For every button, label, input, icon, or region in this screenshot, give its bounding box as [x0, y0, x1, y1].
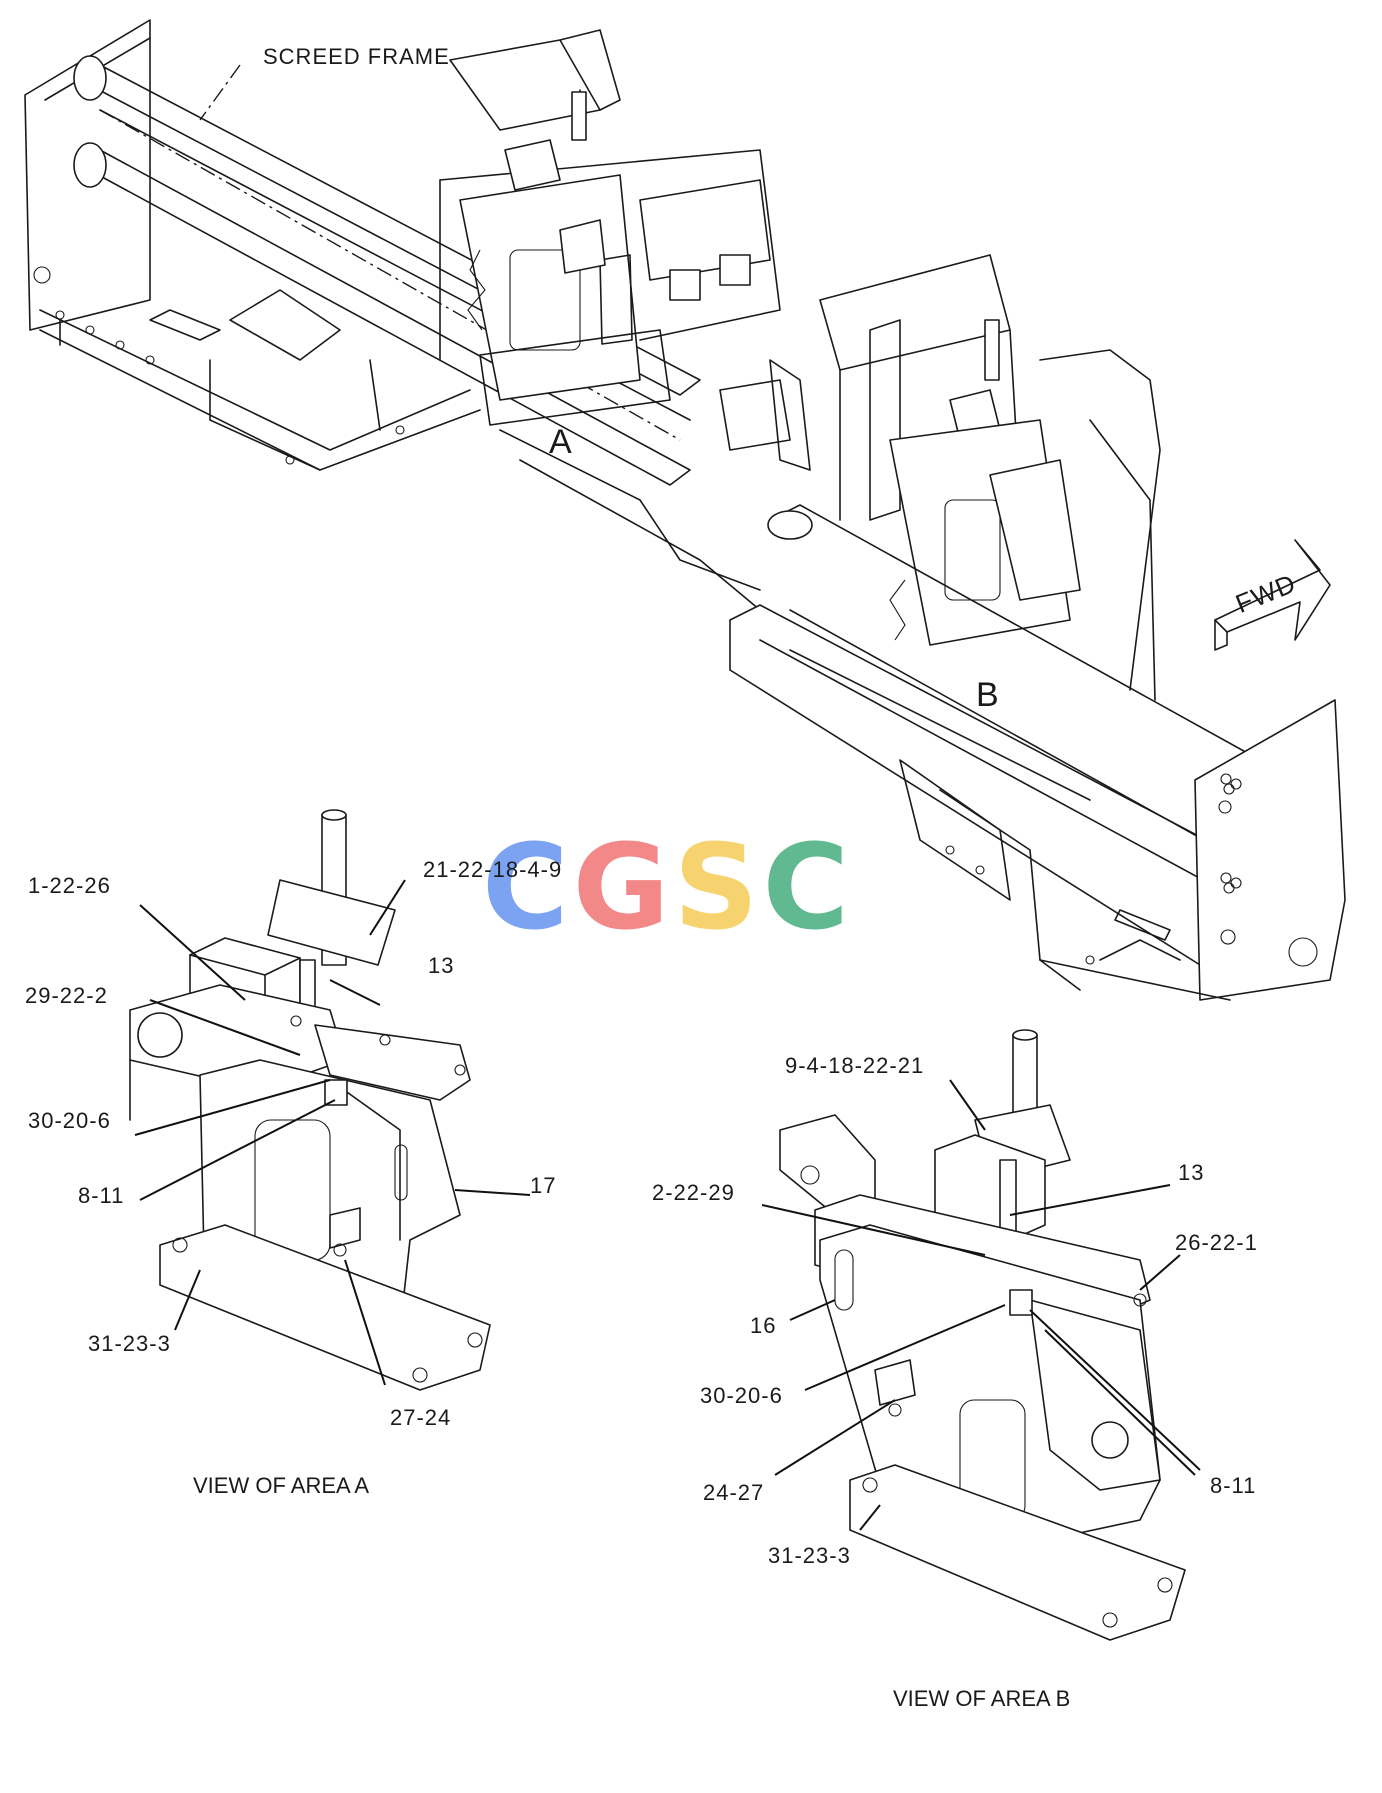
- callout-a-31-23-3: 31-23-3: [88, 1331, 171, 1356]
- callout-b-16: 16: [750, 1313, 777, 1338]
- callout-b-26-22-1: 26-22-1: [1175, 1230, 1258, 1255]
- callout-b-24-27: 24-27: [703, 1480, 765, 1505]
- callout-b-13: 13: [1178, 1160, 1205, 1185]
- view-a-drawing: [129, 809, 531, 1391]
- callout-b-8-11: 8-11: [1210, 1473, 1257, 1498]
- screed-frame-drawing: [24, 19, 1346, 1001]
- callout-b-30-20-6: 30-20-6: [700, 1383, 783, 1408]
- callout-a-29-22-2: 29-22-2: [25, 983, 108, 1008]
- callout-a-21-22-18-4-9: 21-22-18-4-9: [423, 857, 563, 882]
- watermark-letter-c1: C: [482, 818, 573, 956]
- label-screed-frame: SCREED FRAME: [263, 44, 450, 69]
- callout-a-13: 13: [428, 953, 455, 978]
- callout-a-17: 17: [530, 1173, 557, 1198]
- watermark-logo: CGSC: [482, 828, 853, 946]
- callout-a-30-20-6: 30-20-6: [28, 1108, 111, 1133]
- callout-b-9-4-18-22-21: 9-4-18-22-21: [785, 1053, 925, 1078]
- watermark-letter-c2: C: [762, 818, 854, 956]
- label-area-b: B: [976, 676, 999, 714]
- label-area-a: A: [549, 423, 572, 461]
- view-b-caption: VIEW OF AREA B: [893, 1686, 1071, 1711]
- watermark-letter-g: G: [572, 818, 674, 956]
- callout-a-1-22-26: 1-22-26: [28, 873, 111, 898]
- callout-b-2-22-29: 2-22-29: [652, 1180, 735, 1205]
- callout-a-27-24: 27-24: [390, 1405, 452, 1430]
- callout-a-8-11: 8-11: [78, 1183, 125, 1208]
- view-b-drawing: [761, 1029, 1201, 1641]
- watermark-letter-s: S: [673, 818, 763, 956]
- callout-b-31-23-3: 31-23-3: [768, 1543, 851, 1568]
- view-a-caption: VIEW OF AREA A: [193, 1473, 370, 1498]
